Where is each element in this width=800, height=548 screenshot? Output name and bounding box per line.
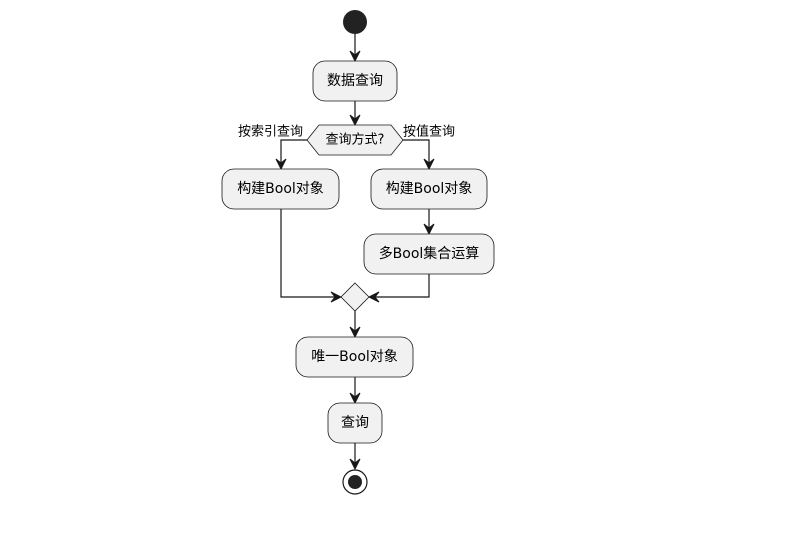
unique-bool-node[interactable]: 唯一Bool对象 (295, 336, 414, 378)
multi-bool-node[interactable]: 多Bool集合运算 (363, 233, 495, 275)
arrowhead (349, 392, 361, 405)
multi-bool-label: 多Bool集合运算 (379, 245, 480, 262)
build-bool-left-label: 构建Bool对象 (237, 181, 324, 197)
data-query-node[interactable]: 数据查询 (312, 60, 398, 102)
query-node[interactable]: 查询 (327, 402, 383, 444)
branch-label-right: 按值查询 (403, 124, 455, 140)
build-bool-right-node[interactable]: 构建Bool对象 (370, 168, 488, 210)
edge-multi-to-merge (373, 274, 430, 298)
arrowhead (367, 291, 380, 303)
branch-label-left: 按索引查询 (238, 125, 303, 140)
arrowhead (330, 291, 343, 303)
arrowhead (275, 158, 287, 171)
arrowhead (423, 223, 435, 236)
decision-node[interactable]: 查询方式? (306, 124, 404, 156)
arrowhead (423, 158, 435, 171)
decision-label: 查询方式? (326, 132, 385, 148)
edge-decision-to-left (280, 139, 307, 165)
edge-decision-to-right (403, 139, 430, 165)
merge-node (340, 282, 370, 312)
query-label: 查询 (341, 415, 369, 431)
end-node (342, 469, 368, 495)
arrowhead (349, 326, 361, 339)
unique-bool-label: 唯一Bool对象 (311, 349, 398, 365)
start-node (343, 10, 367, 34)
data-query-label: 数据查询 (327, 73, 383, 89)
edge-left-to-merge (280, 209, 337, 298)
build-bool-right-label: 构建Bool对象 (386, 181, 473, 197)
arrowhead (349, 458, 361, 471)
arrowhead (349, 50, 361, 63)
build-bool-left-node[interactable]: 构建Bool对象 (221, 168, 340, 210)
arrowhead (349, 114, 361, 127)
